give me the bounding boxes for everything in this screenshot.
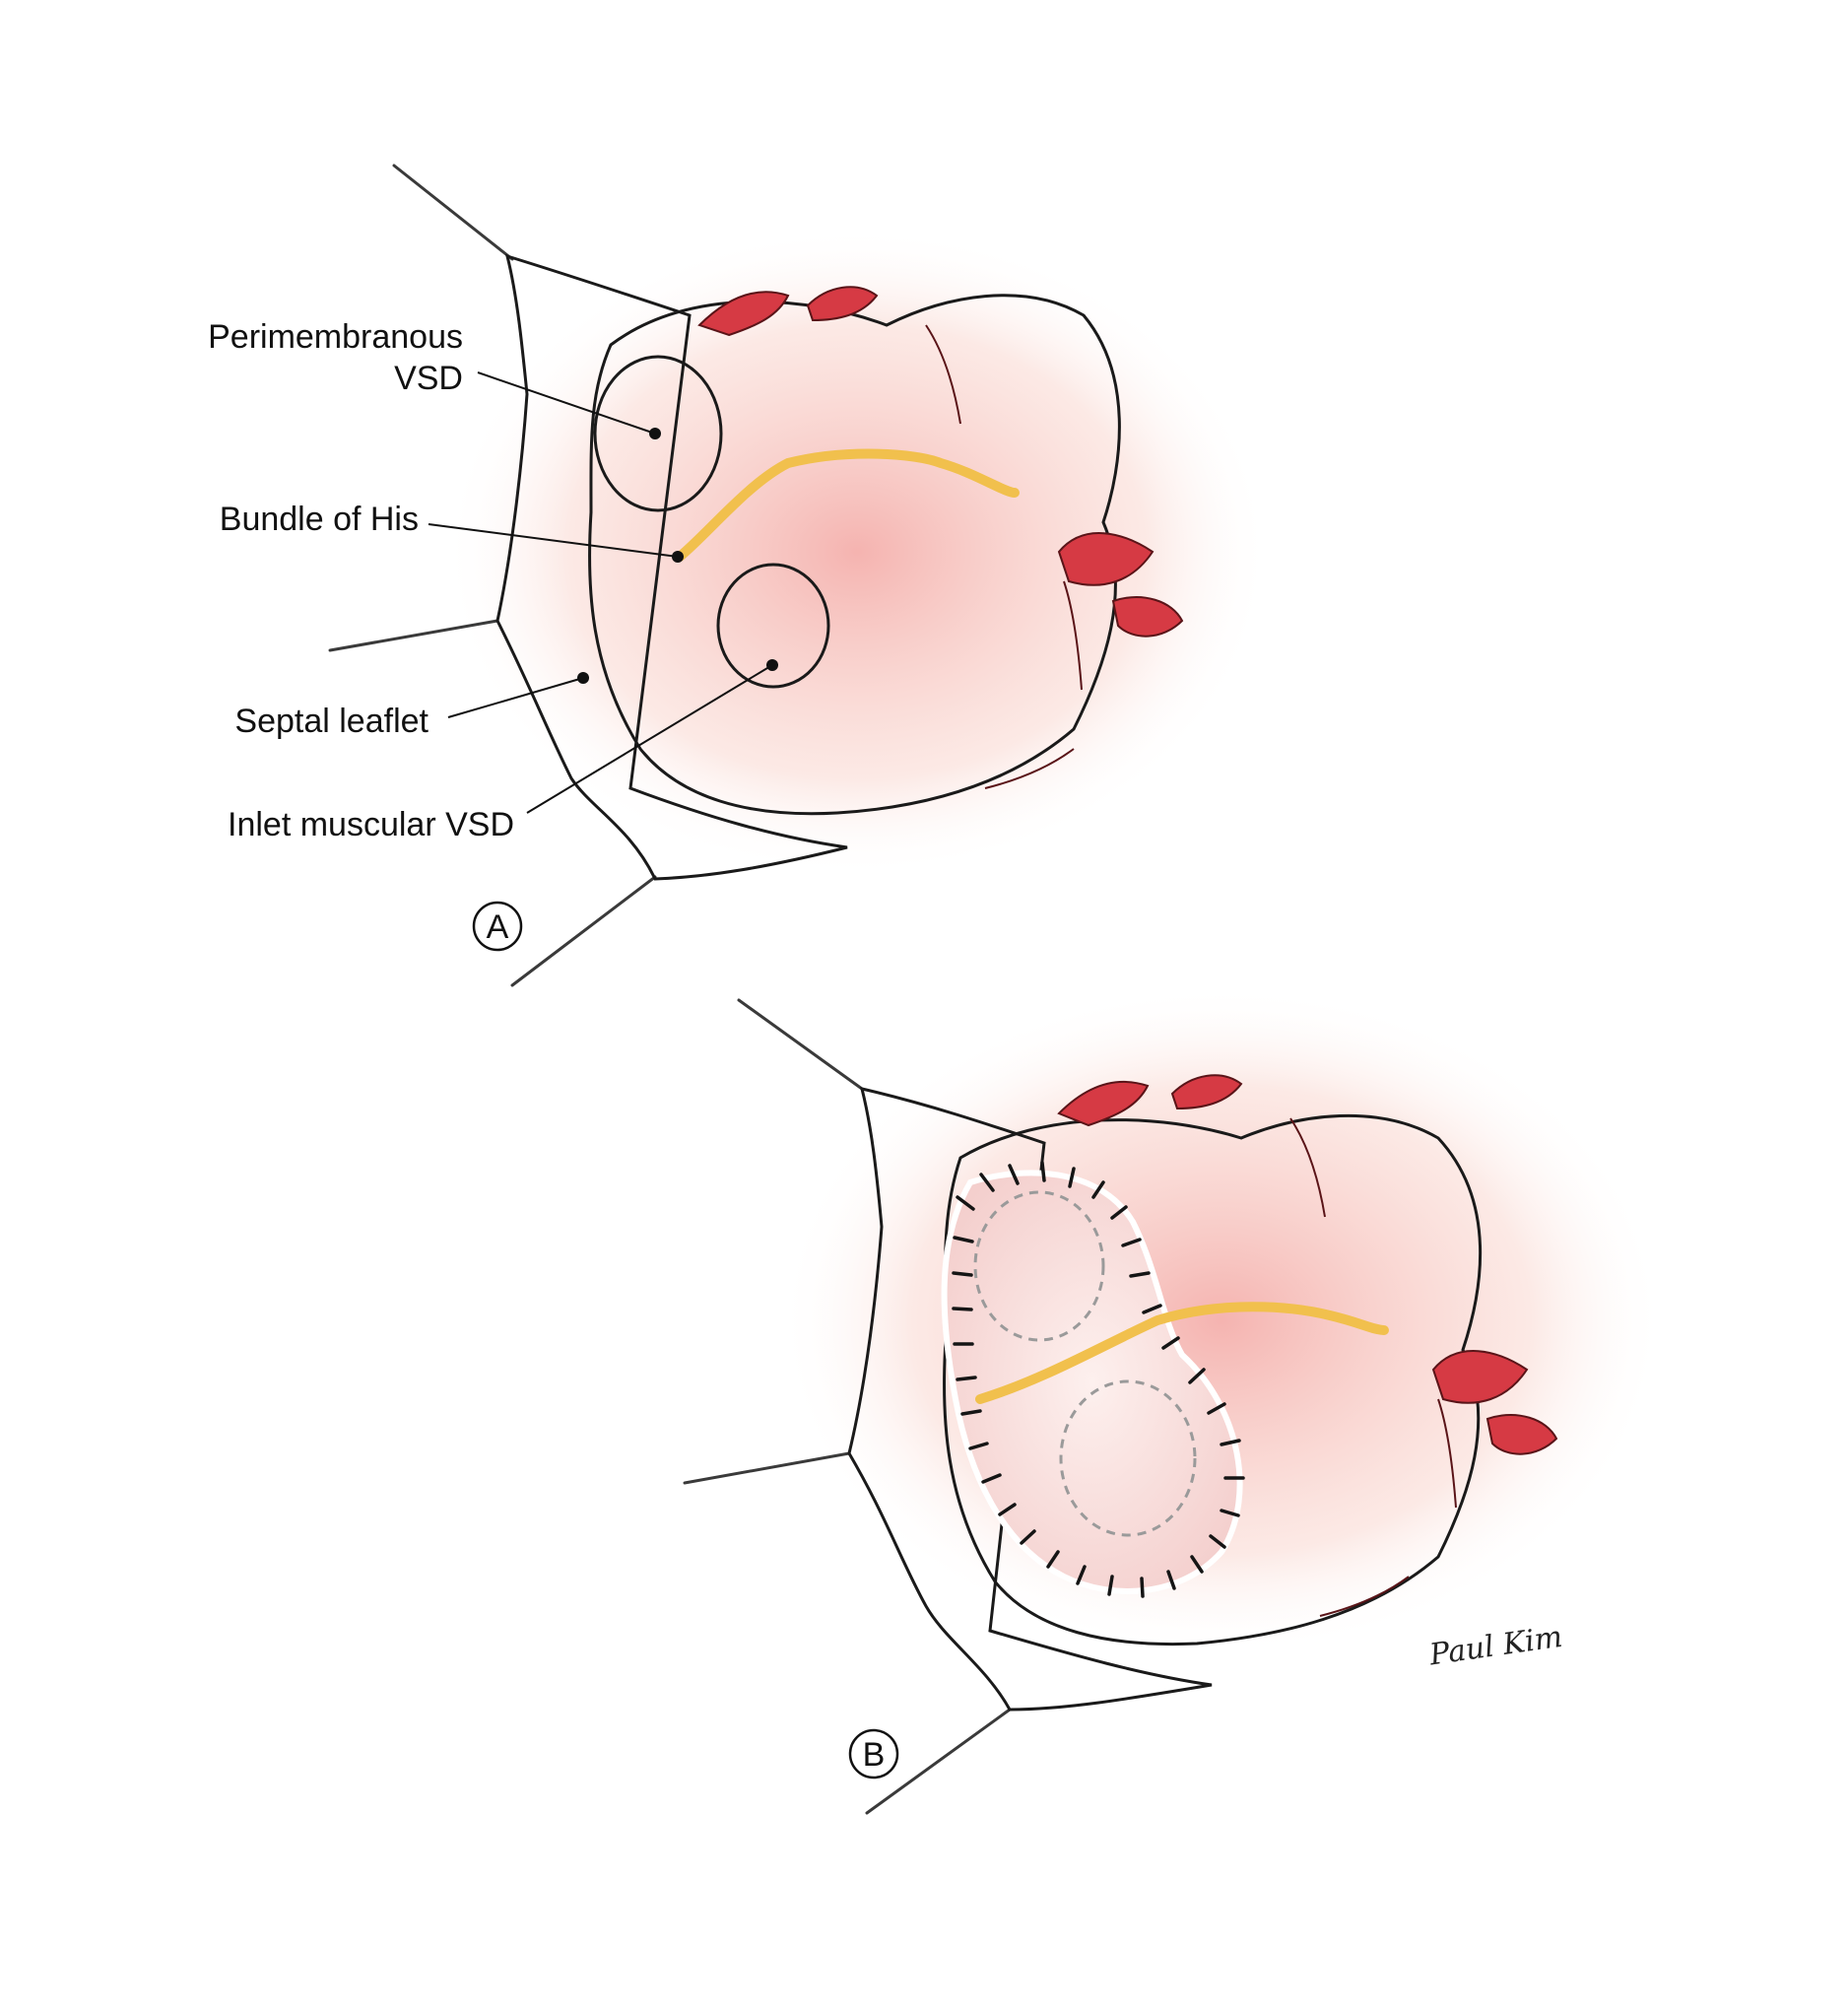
pointer-dot [766, 659, 778, 671]
chordae-lines [1289, 1117, 1457, 1617]
label-perimembranous-line2: VSD [394, 360, 463, 397]
perimembranous-vsd-defect [593, 355, 723, 512]
artist-signature: Paul Kim [1426, 1620, 1564, 1673]
retractor-line [392, 164, 514, 261]
leader-inlet-muscular [526, 664, 773, 814]
panel-a-marker: A [472, 901, 523, 952]
panel-b-circle [848, 1728, 899, 1780]
panel-a-illustration [328, 164, 1271, 987]
pointer-dot [577, 672, 589, 684]
ventricle-tissue [587, 294, 1121, 816]
retractor-line [510, 875, 657, 987]
leader-perimembranous [477, 371, 656, 435]
papillary-muscle [697, 286, 1184, 638]
chordae-lines [925, 324, 1083, 789]
panel-b-illustration [683, 985, 1665, 1815]
panel-b-letter: B [863, 1736, 886, 1774]
suture-line [952, 1161, 1245, 1598]
panel-b-marker: B [848, 1728, 899, 1780]
pointer-dot [649, 428, 661, 439]
panel-a-glow [443, 227, 1271, 877]
label-perimembranous-line1: Perimembranous [208, 318, 463, 356]
panel-a-circle [472, 901, 523, 952]
septal-leaflet-rim [847, 1086, 1213, 1712]
retractor-line [683, 1451, 851, 1485]
retractor-line [865, 1708, 1012, 1815]
inlet-muscular-vsd-defect [716, 563, 830, 689]
leader-septal-leaflet [447, 677, 584, 718]
label-bundle-of-his: Bundle of His [220, 501, 684, 563]
patched-perimembranous-outline [973, 1190, 1105, 1342]
vsd-closure-patch [941, 1170, 1243, 1594]
pointer-dot [672, 551, 684, 563]
label-bundle-of-his-text: Bundle of His [220, 501, 419, 538]
retractor-line [328, 619, 499, 652]
label-septal-leaflet-text: Septal leaflet [234, 703, 429, 740]
retractor-line [737, 998, 864, 1091]
leader-bundle-of-his [428, 523, 679, 558]
panel-a-letter: A [487, 908, 509, 946]
label-septal-leaflet: Septal leaflet [234, 672, 589, 740]
bundle-of-his-path [975, 1302, 1389, 1404]
patched-inlet-outline [1059, 1379, 1197, 1537]
bundle-of-his-path [675, 448, 1020, 562]
papillary-muscle [1057, 1074, 1558, 1455]
label-inlet-muscular-vsd: Inlet muscular VSD [228, 659, 778, 843]
label-perimembranous-vsd: Perimembranous VSD [208, 318, 661, 439]
septal-leaflet-rim [495, 253, 848, 881]
ventricle-tissue [942, 1113, 1483, 1646]
label-inlet-muscular-text: Inlet muscular VSD [228, 806, 514, 843]
